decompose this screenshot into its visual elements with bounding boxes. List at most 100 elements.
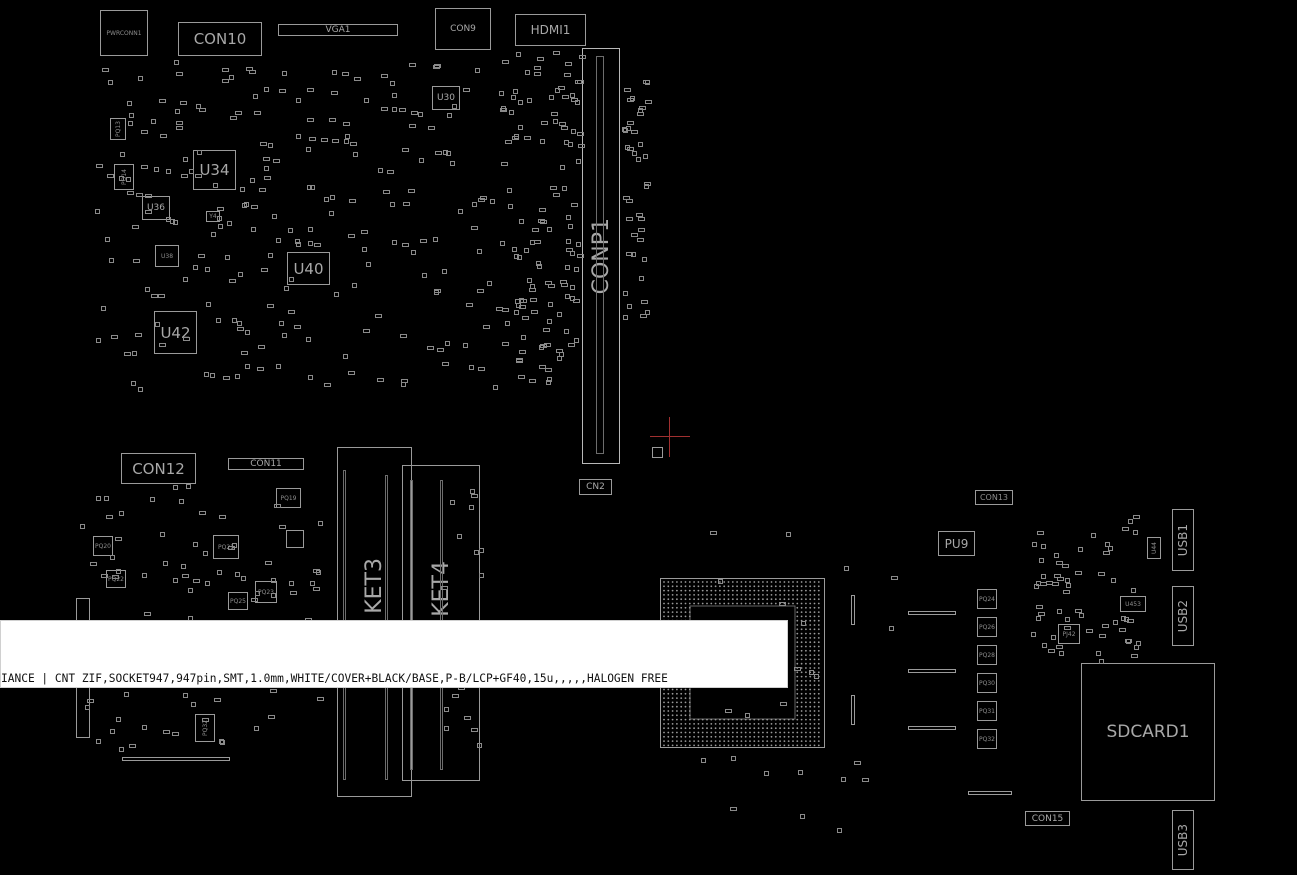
con13-component[interactable]: CON13	[975, 490, 1013, 505]
pq13-component[interactable]: PQ13	[110, 118, 126, 140]
passive-pad	[116, 569, 121, 574]
usb2-component[interactable]: USB2	[1172, 586, 1194, 646]
bga-ball	[736, 581, 738, 583]
u42-component[interactable]: U42	[154, 311, 197, 354]
passive-pad	[174, 60, 179, 65]
passive-pad	[458, 209, 463, 214]
passive-pad	[1125, 639, 1132, 643]
con9-component[interactable]: CON9	[435, 8, 491, 50]
pq24-component[interactable]: PQ24	[977, 589, 997, 609]
con15-component[interactable]: CON15	[1025, 811, 1070, 826]
passive-pad	[411, 111, 418, 115]
bga-ball	[680, 701, 683, 704]
bga-ball	[796, 710, 799, 712]
bga-ball	[663, 602, 665, 605]
passive-pad	[1041, 574, 1046, 579]
passive-pad	[464, 716, 471, 720]
bga-ball	[813, 714, 816, 717]
bga-ball	[740, 598, 743, 601]
passive-pad	[343, 122, 350, 126]
bga-ball	[744, 731, 747, 734]
bga-ball	[757, 723, 760, 725]
bga-ball	[805, 615, 807, 618]
bga-ball	[817, 602, 820, 605]
passive-pad	[141, 165, 148, 169]
pq14-component[interactable]: PQ14	[114, 164, 134, 190]
bga-ball	[714, 731, 717, 734]
bga-ball	[800, 675, 803, 678]
pj42-component[interactable]: PJ42	[1058, 624, 1080, 644]
passive-pad	[1131, 588, 1136, 593]
u36-component[interactable]: U36	[142, 196, 170, 220]
passive-pad	[553, 119, 558, 124]
pq33-component[interactable]: PQ32	[977, 729, 997, 749]
pq19-component[interactable]: PQ19	[276, 488, 301, 508]
pq28-component[interactable]: PQ28	[977, 645, 997, 665]
pu9-component[interactable]: PU9	[938, 531, 975, 556]
bga-ball	[800, 598, 803, 601]
passive-pad	[501, 106, 506, 111]
bga-ball	[706, 602, 708, 605]
conp1-component[interactable]: CONP1	[582, 48, 620, 464]
passive-pad	[90, 562, 97, 566]
pq31-component[interactable]: PQ31	[977, 701, 997, 721]
vga-component[interactable]: VGA1	[278, 24, 398, 36]
passive-pad	[329, 118, 336, 122]
bga-ball	[762, 735, 764, 738]
passive-pad	[626, 199, 633, 203]
bottom-strip-connector[interactable]	[122, 757, 230, 761]
bga-ball	[667, 611, 670, 613]
passive-pad	[189, 169, 194, 174]
usb3-component[interactable]: USB3	[1172, 810, 1194, 870]
passive-pad	[128, 121, 133, 126]
pq20-component[interactable]: PQ20	[93, 536, 113, 556]
bga-ball	[676, 602, 678, 605]
bga-ball	[805, 714, 807, 717]
sdcard-component[interactable]: SDCARD1	[1081, 663, 1215, 801]
bga-ball	[770, 735, 773, 738]
bga-ball	[779, 598, 781, 601]
u40-component[interactable]: U40	[287, 252, 330, 285]
passive-pad	[794, 667, 801, 671]
passive-pad	[307, 185, 312, 190]
bga-ball	[809, 710, 812, 712]
pq21-component[interactable]: PQ21	[213, 535, 239, 559]
bga-ball	[817, 692, 820, 695]
bga-ball	[680, 688, 683, 691]
hovered-pad[interactable]	[652, 447, 663, 458]
passive-pad	[516, 359, 523, 363]
bga-ball	[663, 705, 665, 708]
bga-ball	[688, 606, 691, 609]
con10-component[interactable]: CON10	[178, 22, 262, 56]
bga-ball	[701, 744, 704, 747]
bga-ball	[817, 641, 820, 644]
con11-component[interactable]: CON11	[228, 458, 304, 470]
con12-component[interactable]: CON12	[121, 453, 196, 484]
bga-ball	[817, 680, 820, 682]
pq32-component[interactable]: PQ32	[195, 714, 215, 742]
small-ic-component[interactable]	[286, 530, 304, 548]
cn2-component[interactable]: CN2	[579, 479, 612, 495]
bga-ball	[817, 611, 820, 613]
passive-pad	[138, 76, 143, 81]
pq30-component[interactable]: PQ30	[977, 673, 997, 693]
usb1-component[interactable]: USB1	[1172, 509, 1194, 571]
u453-component[interactable]: U453	[1120, 596, 1146, 612]
bga-ball	[740, 727, 743, 730]
passive-pad	[307, 118, 314, 122]
bga-ball	[667, 714, 670, 717]
u30-component[interactable]: U30	[432, 86, 460, 110]
bga-ball	[805, 581, 807, 583]
u38-component[interactable]: U38	[155, 245, 179, 267]
pwrconn-component[interactable]: PWRCONN1	[100, 10, 148, 56]
pq25-component[interactable]: PQ25	[228, 592, 248, 610]
u44-component[interactable]: U44	[1147, 537, 1161, 559]
passive-pad	[518, 125, 523, 130]
hdmi-component[interactable]: HDMI1	[515, 14, 586, 46]
passive-pad	[409, 124, 416, 128]
bga-ball	[723, 718, 726, 721]
passive-pad	[381, 107, 388, 111]
pq26-component[interactable]: PQ26	[977, 617, 997, 637]
passive-pad	[348, 234, 355, 238]
